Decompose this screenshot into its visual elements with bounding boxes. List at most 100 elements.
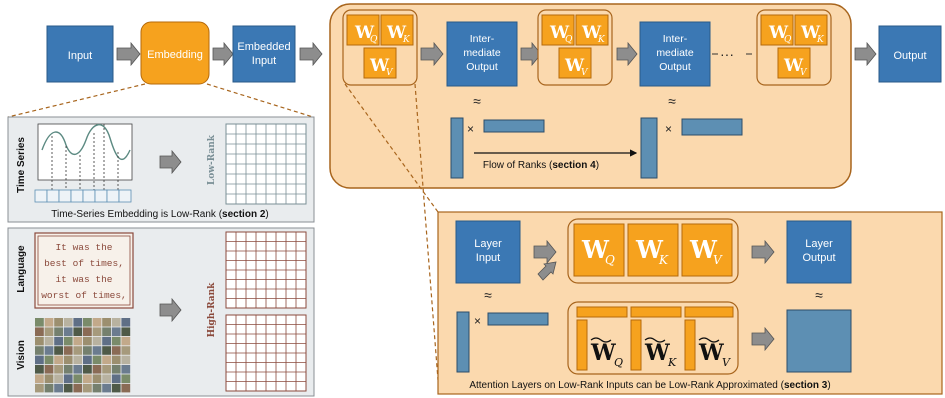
image-thumbnail [83,365,92,374]
image-thumbnail [92,383,102,393]
image-thumbnail [63,327,73,336]
high-rank-label: High-Rank [207,282,217,338]
image-thumbnail [73,374,83,383]
wq-letter: W [549,23,570,43]
image-thumbnail [121,318,131,327]
intermediate-output-box-1: Inter- mediate Output [446,21,518,87]
approx-symbol: ≈ [668,93,676,109]
image-thumbnail [35,327,44,336]
image-thumbnail [63,383,73,393]
quote-line: It was the [55,242,112,253]
wk-sub: K [597,35,606,45]
vision-matrix-grid [225,314,307,392]
time-series-panel: Time Series Low-Rank Time-Series Embeddi… [7,116,315,223]
image-thumbnail [44,365,54,374]
attention-caption: Attention Layers on Low-Rank Inputs can … [469,380,830,391]
block-arrow [116,41,141,67]
image-thumbnail [121,346,131,355]
intermediate-label-line1: Inter- [663,33,688,45]
intermediate-label-line3: Output [659,61,691,73]
wv-sub: V [800,68,808,78]
quote-line: best of times, [44,258,124,269]
wv-letter: W [564,56,585,76]
wq-sub: Q [605,253,615,267]
wq-approx-sub: Q [614,356,623,369]
image-thumbnail [54,336,63,346]
block-arrow [854,41,877,67]
wv-approx-sub: V [722,356,731,369]
approx-symbol: ≈ [484,287,492,303]
image-thumbnail [44,327,54,336]
layer-output-label-line1: Layer [805,238,833,250]
image-thumbnail [102,327,111,336]
image-thumbnail [111,327,121,336]
quote-line: worst of times, [41,290,127,301]
quote-line: it was the [55,274,112,285]
image-thumbnail [73,355,83,365]
weight-group-1: W Q W K W V [342,9,418,86]
image-thumbnail [102,346,111,355]
embedding-label: Embedding [147,49,203,61]
image-thumbnail [63,318,73,327]
image-thumbnail [54,346,63,355]
image-thumbnail [63,336,73,346]
wk-sub: K [658,253,669,267]
weight-group-2: W Q W K W V [537,9,613,86]
intermediate-output-box-2: Inter- mediate Output [639,21,711,87]
layer-input-label-line1: Layer [474,238,502,250]
image-thumbnail [44,318,54,327]
wv-letter: W [689,235,718,264]
input-box: Input [46,25,114,83]
image-thumbnail [44,383,54,393]
image-thumbnail [73,327,83,336]
wq-letter: W [581,235,610,264]
times-symbol: × [467,122,474,136]
wk-approx-letter: W [644,340,670,366]
image-thumbnail [35,383,44,393]
image-thumbnail [92,327,102,336]
image-thumbnail [111,365,121,374]
image-thumbnail [92,346,102,355]
image-thumbnail [121,327,131,336]
image-thumbnail [35,346,44,355]
wv-letter: W [783,56,804,76]
dashed-leader [344,83,439,213]
flow-caption: Flow of Ranks (section 4) [483,160,599,171]
image-thumbnail [44,336,54,346]
image-thumbnail [54,374,63,383]
image-thumbnail [63,346,73,355]
image-thumbnail [83,327,92,336]
image-thumbnail [102,318,111,327]
image-thumbnail [54,327,63,336]
wk-letter: W [635,235,664,264]
intermediate-label-line1: Inter- [470,33,495,45]
image-thumbnail [92,355,102,365]
image-thumbnail [73,346,83,355]
wv-sub: V [386,68,394,78]
time-series-caption: Time-Series Embedding is Low-Rank (secti… [51,209,269,220]
image-thumbnail [102,383,111,393]
image-thumbnail [35,355,44,365]
wq-sub: Q [370,35,378,45]
image-thumbnail [83,374,92,383]
image-thumbnail [92,318,102,327]
dashed-leader [206,83,314,118]
block-arrow [299,41,323,67]
output-box: Output [878,25,942,83]
wq-letter: W [768,23,789,43]
image-thumbnail [121,336,131,346]
wk-sub: K [816,35,825,45]
wk-letter: W [581,23,602,43]
approx-symbol: ≈ [815,287,823,303]
image-thumbnail [102,355,111,365]
image-thumbnail [111,383,121,393]
image-thumbnail [54,365,63,374]
embedded-input-box: Embedded Input [232,25,296,83]
approx-symbol: ≈ [473,93,481,109]
image-thumbnail [111,318,121,327]
image-thumbnail [83,336,92,346]
block-arrow [520,41,542,67]
image-thumbnail [35,374,44,383]
low-rank-factor-1: × [450,117,545,179]
